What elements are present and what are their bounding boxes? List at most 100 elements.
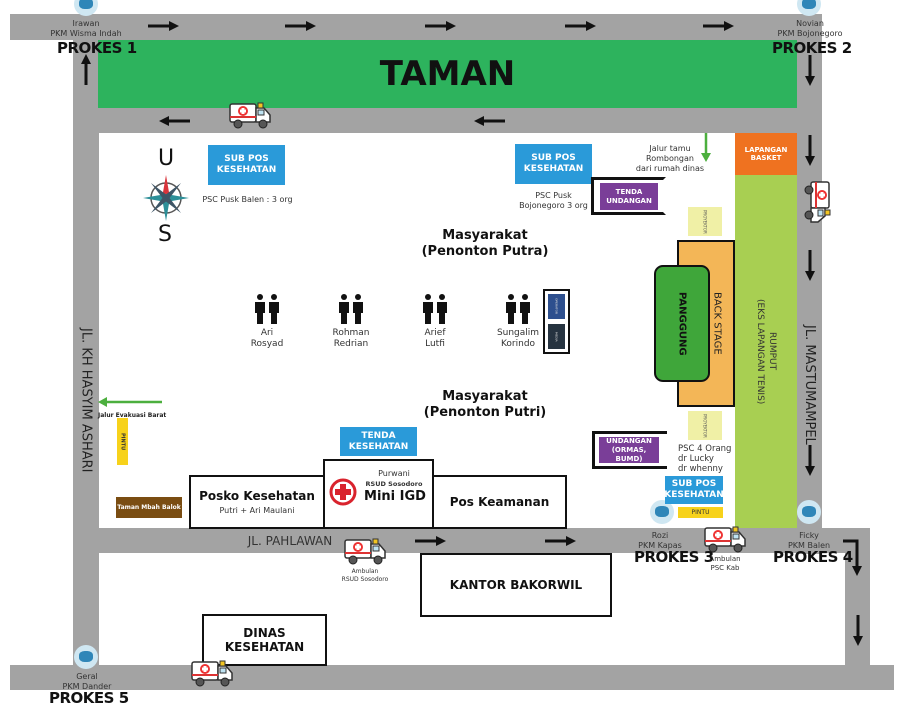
prokes-2-unit: PKM Bojonegoro (777, 29, 843, 38)
prokes-4-unit: PKM Balen (787, 541, 831, 550)
prokes-1-icon (74, 0, 98, 16)
officer-pair: Ari Rosyad (232, 294, 302, 350)
direction-arrow-icon (81, 54, 91, 85)
kantor-bakorwil: KANTOR BAKORWIL (420, 553, 612, 617)
officer-line1: Arief (424, 328, 446, 338)
prokes-5-unit: PKM Dander (62, 682, 112, 691)
taman-area: TAMAN (98, 40, 797, 108)
people-icon (337, 294, 365, 324)
prokes-5-icon (74, 645, 98, 669)
prokes-4-title: PROKES 4 (773, 548, 853, 566)
direction-arrow-icon (805, 55, 815, 86)
mini-igd-title: Mini IGD (364, 489, 426, 504)
pintu-sub-pos-3: PINTU (678, 507, 723, 518)
sub-pos-kesehatan-1: SUB POS KESEHATAN (208, 145, 285, 185)
sub-pos-kesehatan-2: SUB POS KESEHATAN (515, 144, 592, 184)
putri-line2: (Penonton Putri) (423, 405, 547, 420)
masyarakat-putri: Masyarakat (Penonton Putri) (410, 389, 560, 421)
direction-arrow-icon (703, 21, 734, 31)
direction-arrow-icon (425, 21, 456, 31)
mini-igd-person: Purwani (378, 469, 410, 478)
lapangan-basket: LAPANGAN BASKET (735, 133, 797, 175)
jalur-evakuasi-label: Jalur Evakuasi Barat (98, 412, 167, 419)
ambulance-icon (190, 654, 234, 688)
officer-line2: Korindo (500, 339, 536, 349)
prokes-2-title: PROKES 2 (772, 39, 852, 57)
road-north (10, 14, 822, 40)
compass-north: U (158, 146, 175, 171)
panggung: PANGGUNG (654, 265, 710, 382)
rumput-area: RUMPUT (EKS LAPANGAN TENIS) (735, 175, 797, 528)
ambulans-1-line1: Ambulan (351, 568, 379, 575)
direction-arrow-icon (805, 445, 815, 476)
prokes-1-title: PROKES 1 (57, 39, 137, 57)
dinas-line2: KESEHATAN (224, 640, 305, 654)
prokes-3-title: PROKES 3 (634, 548, 714, 566)
prokes-2-person: Novian (796, 19, 824, 28)
operator-media-frame (543, 289, 570, 354)
dinas-kesehatan: DINAS KESEHATAN (202, 614, 327, 666)
ambulans-2-line2: PSC Kab (710, 564, 740, 572)
ambulans-2-line1: Ambulan (709, 555, 741, 563)
sub-pos-3-note-3: dr whenny (678, 464, 723, 474)
tenda-kesehatan: TENDA KESEHATAN (340, 427, 417, 456)
ambulance-icon (228, 96, 272, 130)
undangan-line1: UNDANGAN (606, 436, 652, 445)
prokes-1-unit: PKM Wisma Indah (50, 29, 122, 38)
officer-line2: Redrian (333, 339, 369, 349)
prokes-1-person: Irawan (72, 19, 100, 28)
sub-pos-1-note: PSC Pusk Balen : 3 org (202, 195, 293, 204)
projector-bottom: PROYEKTOR (688, 411, 722, 440)
sub-pos-2-note-1: PSC Pusk (535, 191, 572, 200)
ambulans-1-line2: RSUD Sosodoro (341, 576, 389, 583)
projector-top: PROYEKTOR (688, 207, 722, 236)
turn-arrow-icon (843, 539, 862, 576)
people-icon (504, 294, 532, 324)
direction-arrow-icon (805, 250, 815, 281)
tenda-undangan: TENDA UNDANGAN (600, 183, 658, 210)
undangan-ormas-bumd: UNDANGAN (ORMAS, BUMD) (599, 437, 659, 463)
direction-arrow-icon (853, 615, 863, 646)
sub-pos-2-note-2: Bojonegoro 3 org (519, 201, 588, 210)
dinas-line1: DINAS (243, 626, 286, 640)
operator-booth: OPERATOR (548, 294, 565, 319)
putra-line2: (Penonton Putra) (421, 244, 549, 259)
direction-arrow-icon (285, 21, 316, 31)
ambulance-icon (703, 520, 747, 554)
sub-pos-kesehatan-3: SUB POS KESEHATAN (664, 476, 724, 504)
officer-line2: Rosyad (250, 339, 284, 349)
direction-arrow-icon (415, 536, 446, 546)
prokes-4-icon (797, 500, 821, 524)
basket-line1: LAPANGAN (744, 146, 788, 154)
street-south-label: JL. PAHLAWAN (247, 533, 333, 548)
undangan-line2: (ORMAS, BUMD) (611, 445, 647, 463)
posko-kesehatan: Posko Kesehatan Putri + Ari Maulani (189, 475, 325, 529)
officer-pair: Sungalim Korindo (483, 294, 553, 350)
sub-pos-3-note-2: dr Lucky (678, 454, 714, 464)
direction-arrow-icon (565, 21, 596, 31)
direction-arrow-icon (159, 116, 190, 126)
prokes-3-person: Rozi (651, 531, 669, 540)
putri-line1: Masyarakat (442, 389, 528, 404)
compass-south: S (158, 222, 172, 247)
prokes-5-person: Geral (76, 672, 98, 681)
jalur-tamu-line1: Jalur tamu (649, 144, 691, 153)
prokes-3-unit: PKM Kapas (638, 541, 682, 550)
people-icon (421, 294, 449, 324)
jalur-tamu-line2: Rombongan (646, 154, 694, 163)
prokes-5-title: PROKES 5 (49, 689, 129, 707)
jalur-tamu-arrow-icon (701, 133, 711, 162)
street-west-label: JL. KH HASYIM ASHARI (78, 327, 94, 473)
pos-keamanan: Pos Keamanan (432, 475, 567, 529)
prokes-3-icon (650, 500, 674, 524)
direction-arrow-icon (805, 135, 815, 166)
mini-igd: Purwani RSUD Sosodoro Mini IGD (323, 459, 434, 529)
direction-arrow-icon (474, 116, 505, 126)
road-pahlawan (73, 528, 870, 553)
jalur-tamu-line3: dari rumah dinas (635, 164, 705, 173)
ambulance-icon (343, 532, 387, 566)
officer-line1: Rohman (332, 328, 370, 338)
media-booth: MEDIA (548, 324, 565, 349)
mini-igd-unit: RSUD Sosodoro (365, 480, 423, 488)
posko-title: Posko Kesehatan (199, 489, 315, 503)
